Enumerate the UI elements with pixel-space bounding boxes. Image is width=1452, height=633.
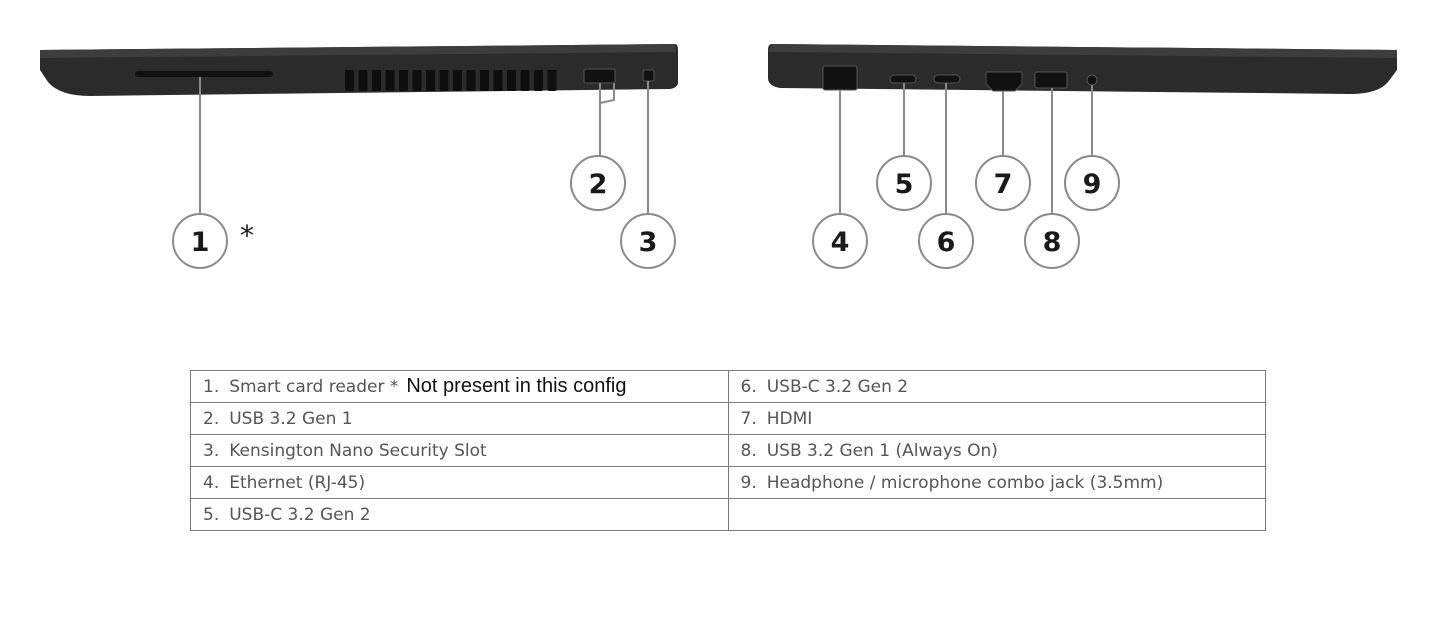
table-row: 5. USB-C 3.2 Gen 2 — [190, 498, 1266, 531]
callout-7: 7 — [975, 155, 1031, 211]
legend-label: HDMI — [766, 408, 813, 429]
legend-number: 1. — [203, 377, 220, 397]
hdmi-port-icon — [985, 71, 1023, 92]
legend-number: 5. — [203, 504, 220, 525]
usb-a-port-icon — [1034, 71, 1068, 89]
vent-slat — [439, 70, 449, 91]
vent-icon — [345, 70, 557, 91]
legend-cell: 5. USB-C 3.2 Gen 2 — [190, 498, 729, 531]
legend-number: 7. — [740, 408, 757, 429]
legend-cell: 1. Smart card reader * Not present in this… — [190, 370, 729, 403]
legend-cell: 7. HDMI — [727, 402, 1266, 435]
callout-5: 5 — [876, 155, 932, 211]
legend-label: Smart card reader * — [229, 377, 399, 397]
ethernet-port-icon — [822, 65, 858, 91]
vent-slat — [399, 70, 408, 91]
vent-slat — [466, 70, 476, 91]
callout-4-number: 4 — [831, 227, 850, 258]
left-side-view — [40, 44, 678, 96]
vent-slat — [372, 70, 381, 91]
callout-9: 9 — [1064, 155, 1120, 211]
right-side-view — [768, 44, 1397, 94]
vent-slat — [453, 70, 462, 91]
leader-2-hook — [599, 83, 615, 104]
vent-slat — [480, 70, 489, 91]
legend-note: Not present in this config — [406, 375, 627, 397]
vent-slat — [507, 70, 516, 91]
legend-cell: 9. Headphone / microphone combo jack (3.5… — [727, 466, 1266, 499]
callout-7-number: 7 — [994, 169, 1013, 200]
vent-slat — [493, 70, 503, 91]
table-row: 2. USB 3.2 Gen 1 7. HDMI — [190, 402, 1266, 435]
callout-4: 4 — [812, 213, 868, 269]
laptop-side-views-diagram: 1 * 2 3 4 5 6 7 8 9 — [40, 44, 1397, 269]
vent-slat — [547, 70, 557, 91]
callout-9-number: 9 — [1083, 169, 1102, 200]
smart-card-slot-icon — [135, 71, 273, 77]
legend-cell: 2. USB 3.2 Gen 1 — [190, 402, 729, 435]
callout-2-number: 2 — [589, 169, 608, 200]
callout-6: 6 — [918, 213, 974, 269]
vent-slat — [358, 70, 368, 91]
table-row: 4. Ethernet (RJ-45) 9. Headphone / microph… — [190, 466, 1266, 499]
callout-3-number: 3 — [639, 227, 658, 258]
legend-cell: 4. Ethernet (RJ-45) — [190, 466, 729, 499]
usb-c-port-icon — [889, 74, 917, 84]
callout-8-number: 8 — [1043, 227, 1062, 258]
callout-1-asterisk: * — [240, 219, 254, 252]
callout-5-number: 5 — [895, 169, 914, 200]
vent-slat — [412, 70, 422, 91]
legend-number: 4. — [203, 472, 220, 493]
vent-slat — [345, 70, 354, 91]
lock-slot-icon — [642, 69, 655, 82]
vent-slat — [426, 70, 435, 91]
vent-slat — [385, 70, 395, 91]
legend-label: USB 3.2 Gen 1 — [229, 408, 353, 429]
right-chassis-edge — [768, 44, 1397, 58]
table-row: 3. Kensington Nano Security Slot 8. USB 3.… — [190, 434, 1266, 467]
legend-number: 2. — [203, 408, 220, 429]
legend-label: USB 3.2 Gen 1 (Always On) — [766, 440, 998, 461]
legend-label: Headphone / microphone combo jack (3.5mm… — [766, 472, 1164, 493]
table-row: 1. Smart card reader * Not present in this… — [190, 370, 1266, 403]
left-chassis-edge — [40, 44, 676, 58]
callout-2: 2 — [570, 155, 626, 211]
callout-1-number: 1 — [191, 227, 210, 258]
callout-1: 1 * — [172, 213, 254, 269]
legend-cell-empty — [727, 498, 1266, 531]
legend-cell: 3. Kensington Nano Security Slot — [190, 434, 729, 467]
legend-number: 9. — [740, 472, 757, 493]
legend-label: Ethernet (RJ-45) — [229, 472, 366, 493]
leader-lines — [199, 77, 1093, 214]
legend-label: Kensington Nano Security Slot — [229, 440, 487, 461]
audio-jack-icon — [1086, 74, 1098, 86]
legend-cell: 8. USB 3.2 Gen 1 (Always On) — [727, 434, 1266, 467]
legend-label: USB-C 3.2 Gen 2 — [229, 504, 371, 525]
legend-number: 8. — [740, 440, 757, 461]
usb-c-port-icon — [933, 74, 961, 84]
legend-number: 3. — [203, 440, 220, 461]
callout-8: 8 — [1024, 213, 1080, 269]
callout-3: 3 — [620, 213, 676, 269]
usb-a-port-icon — [583, 68, 616, 84]
vent-slat — [534, 70, 543, 91]
legend-number: 6. — [740, 376, 757, 397]
legend-cell: 6. USB-C 3.2 Gen 2 — [727, 370, 1266, 403]
port-legend-table: 1. Smart card reader * Not present in this… — [190, 370, 1266, 531]
callout-6-number: 6 — [937, 227, 956, 258]
legend-label: USB-C 3.2 Gen 2 — [766, 376, 909, 397]
vent-slat — [520, 70, 530, 91]
